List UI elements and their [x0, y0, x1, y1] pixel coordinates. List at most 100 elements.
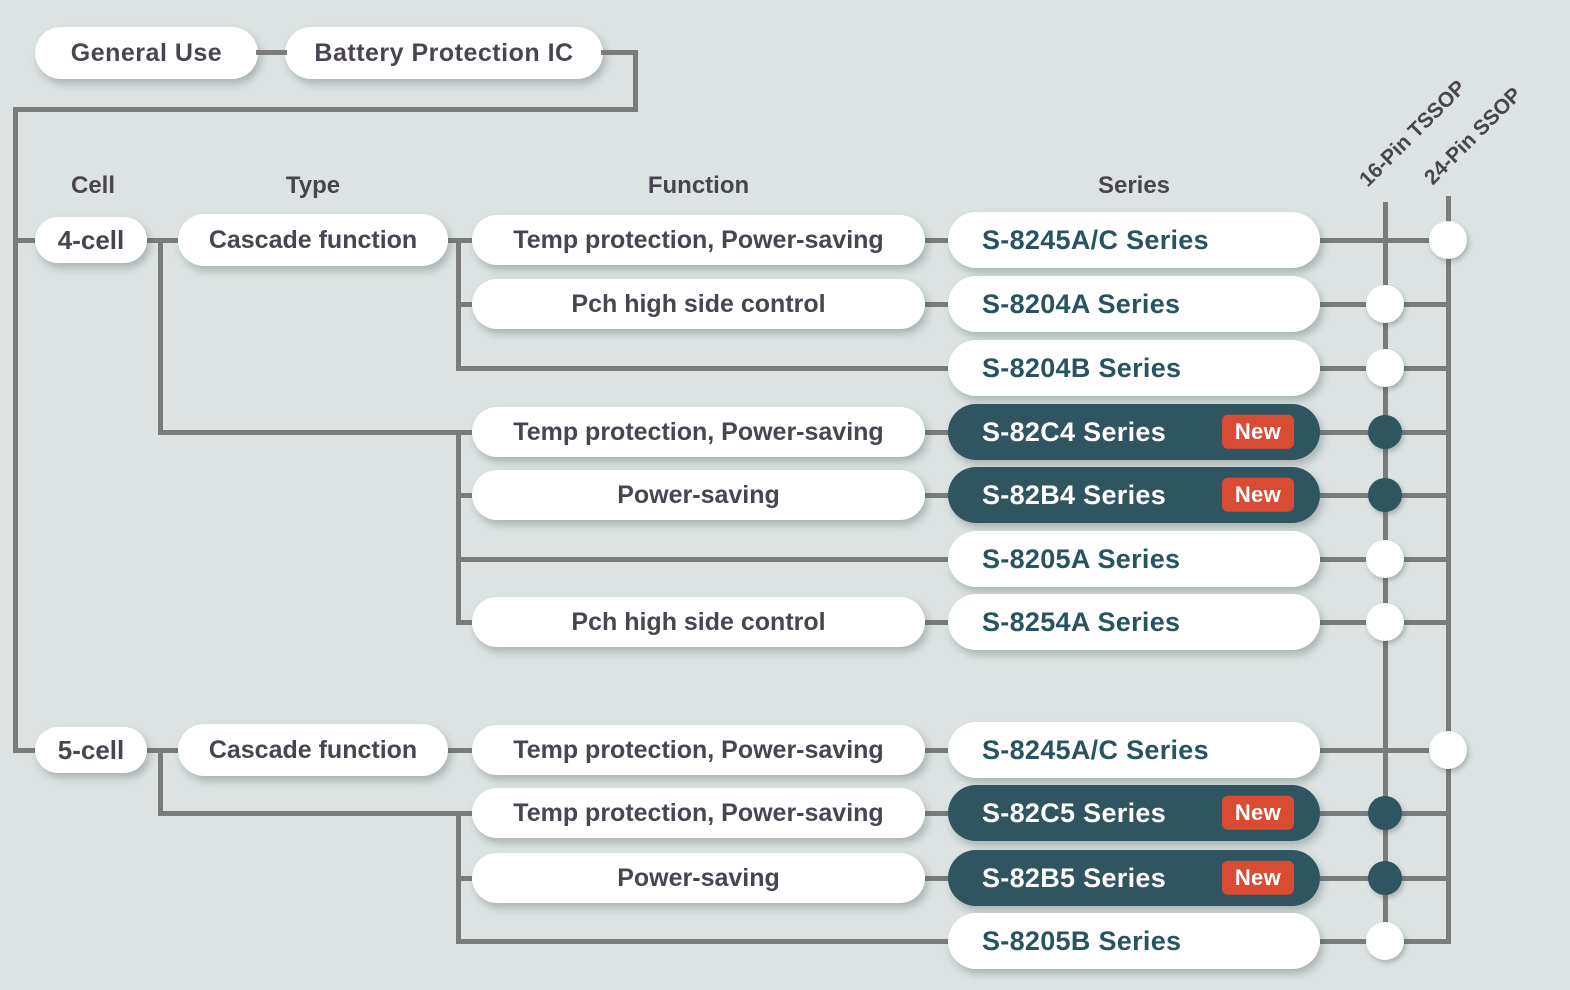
connector-line — [256, 50, 287, 55]
function-pill: Power-saving — [472, 470, 925, 520]
type-label: Cascade function — [208, 735, 418, 764]
type-pill: Cascade function — [178, 214, 448, 266]
package-dot-16-pin-tssop — [1368, 861, 1402, 895]
function-pill: Temp protection, Power-saving — [472, 788, 925, 838]
series-pill[interactable]: S-8245A/C Series — [948, 722, 1320, 778]
package-dot-16-pin-tssop — [1368, 478, 1402, 512]
connector-line — [1320, 748, 1450, 753]
series-pill[interactable]: S-8204B Series — [948, 340, 1320, 396]
series-pill[interactable]: S-82C4 Series New — [948, 404, 1320, 460]
package-dot-16-pin-tssop — [1366, 540, 1404, 578]
connector-line — [456, 302, 472, 307]
series-pill[interactable]: S-8245A/C Series — [948, 212, 1320, 268]
package-rail-24-pin — [1446, 196, 1451, 944]
connector-line — [601, 50, 638, 55]
connector-line — [158, 430, 472, 435]
series-pill[interactable]: S-8205B Series — [948, 913, 1320, 969]
connector-line — [13, 748, 35, 753]
function-label: Pch high side control — [571, 607, 826, 636]
cell-pill-5cell: 5-cell — [35, 727, 147, 773]
series-pill[interactable]: S-8254A Series — [948, 594, 1320, 650]
series-label: S-82C5 Series — [982, 797, 1167, 828]
connector-line — [158, 238, 163, 435]
connector-line — [158, 811, 472, 816]
package-dot-16-pin-tssop — [1368, 415, 1402, 449]
connector-line — [925, 302, 948, 307]
connector-line — [1320, 238, 1450, 243]
series-label: S-82B4 Series — [982, 479, 1167, 510]
connector-line — [456, 557, 948, 562]
connector-line — [13, 107, 638, 112]
connector-line — [456, 366, 948, 371]
series-label: S-82C4 Series — [982, 416, 1167, 447]
new-badge: New — [1221, 795, 1294, 831]
function-pill: Temp protection, Power-saving — [472, 215, 925, 265]
function-pill: Pch high side control — [472, 597, 925, 647]
new-badge: New — [1221, 414, 1294, 450]
connector-line — [925, 748, 948, 753]
type-label: Cascade function — [208, 225, 418, 254]
connector-line — [456, 430, 461, 624]
new-badge: New — [1221, 477, 1294, 513]
connector-line — [456, 493, 472, 498]
series-pill[interactable]: S-82C5 Series New — [948, 785, 1320, 841]
new-badge: New — [1221, 860, 1294, 896]
series-pill[interactable]: S-82B5 Series New — [948, 850, 1320, 906]
package-dot-16-pin-tssop — [1366, 922, 1404, 960]
connector-line — [633, 50, 638, 112]
series-label: S-82B5 Series — [982, 862, 1167, 893]
connector-line — [456, 939, 948, 944]
function-label: Temp protection, Power-saving — [513, 798, 884, 827]
connector-line — [925, 811, 948, 816]
connector-line — [448, 748, 472, 753]
package-dot-16-pin-tssop — [1366, 349, 1404, 387]
package-dot-16-pin-tssop — [1366, 603, 1404, 641]
product-pill: Battery Protection IC — [285, 27, 603, 79]
function-label: Power-saving — [617, 863, 780, 892]
function-label: Power-saving — [617, 480, 780, 509]
connector-line — [456, 620, 472, 625]
function-pill: Temp protection, Power-saving — [472, 725, 925, 775]
connector-line — [925, 238, 948, 243]
connector-line — [925, 493, 948, 498]
series-label: S-8245A/C Series — [982, 734, 1209, 765]
cell-label: 4-cell — [57, 224, 125, 255]
series-label: S-8205A Series — [982, 543, 1181, 574]
function-label: Temp protection, Power-saving — [513, 225, 884, 254]
connector-line — [925, 620, 948, 625]
series-label: S-8204A Series — [982, 288, 1181, 319]
column-header-cell: Cell — [70, 172, 115, 199]
category-pill: General Use — [35, 27, 258, 79]
product-label: Battery Protection IC — [314, 38, 574, 67]
column-header-type: Type — [285, 172, 341, 199]
type-pill: Cascade function — [178, 724, 448, 776]
column-header-series: Series — [1097, 172, 1171, 199]
function-pill: Temp protection, Power-saving — [472, 407, 925, 457]
package-dot-24-pin-ssop — [1429, 731, 1467, 769]
connector-line — [456, 876, 472, 881]
cell-label: 5-cell — [57, 734, 125, 765]
column-header-function: Function — [647, 172, 750, 199]
series-pill[interactable]: S-8205A Series — [948, 531, 1320, 587]
function-pill: Power-saving — [472, 853, 925, 903]
series-label: S-8254A Series — [982, 606, 1181, 637]
series-pill[interactable]: S-82B4 Series New — [948, 467, 1320, 523]
connector-line — [158, 748, 163, 813]
package-dot-16-pin-tssop — [1368, 796, 1402, 830]
category-label: General Use — [70, 38, 223, 67]
function-label: Pch high side control — [571, 289, 826, 318]
package-header-16-pin-tssop: 16-Pin TSSOP — [1355, 76, 1471, 192]
package-dot-24-pin-ssop — [1429, 221, 1467, 259]
series-label: S-8245A/C Series — [982, 224, 1209, 255]
package-dot-16-pin-tssop — [1366, 285, 1404, 323]
cell-pill-4cell: 4-cell — [35, 217, 147, 263]
function-label: Temp protection, Power-saving — [513, 735, 884, 764]
function-label: Temp protection, Power-saving — [513, 417, 884, 446]
connector-line — [13, 107, 18, 753]
connector-line — [925, 430, 948, 435]
series-label: S-8204B Series — [982, 352, 1182, 383]
series-pill[interactable]: S-8204A Series — [948, 276, 1320, 332]
connector-line — [925, 876, 948, 881]
function-pill: Pch high side control — [472, 279, 925, 329]
